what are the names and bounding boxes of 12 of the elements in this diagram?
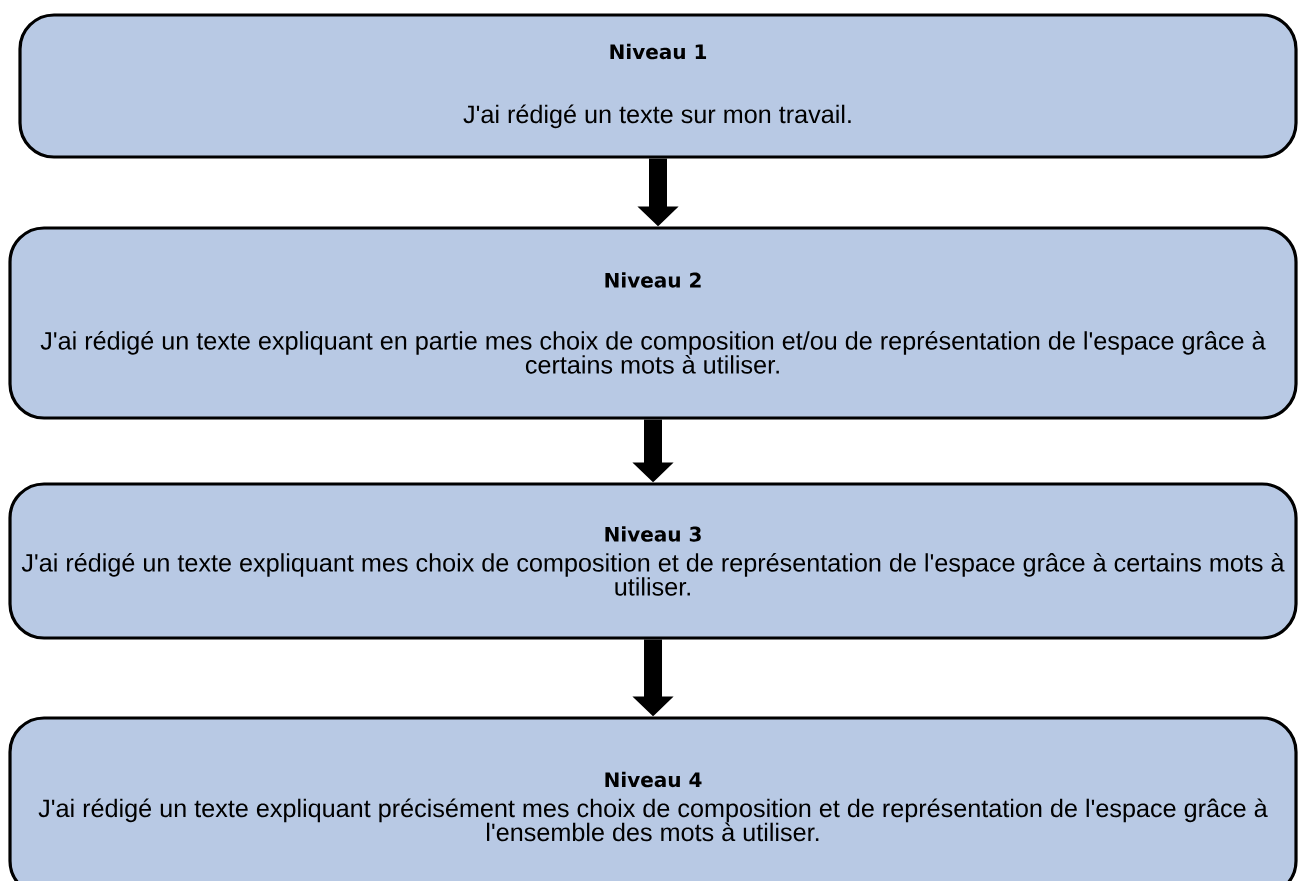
level-heading: Niveau 4	[605, 771, 702, 788]
level-box	[18, 13, 1298, 159]
level-description: J'ai rédigé un texte expliquant mes choix de composition et de représentation de l'espace grâce à certains mots à utiliser.	[21, 552, 1285, 596]
level-heading: Niveau 2	[605, 272, 701, 288]
level-box	[8, 226, 1298, 420]
level-heading: Niveau 3	[605, 526, 701, 542]
level-box	[8, 482, 1298, 640]
level-heading: Niveau 1	[610, 43, 707, 60]
level-box	[8, 716, 1298, 881]
level-description: J'ai rédigé un texte expliquant précisément mes choix de composition et de représentation de l'espace grâce à l'ensemble des mots à utiliser.	[38, 798, 1268, 842]
level-description: J'ai rédigé un texte expliquant en partie mes choix de composition et/ou de représentation de l'espace grâce à certains mots à utiliser.	[40, 330, 1266, 374]
level-description: J'ai rédigé un texte sur mon travail.	[463, 104, 851, 129]
